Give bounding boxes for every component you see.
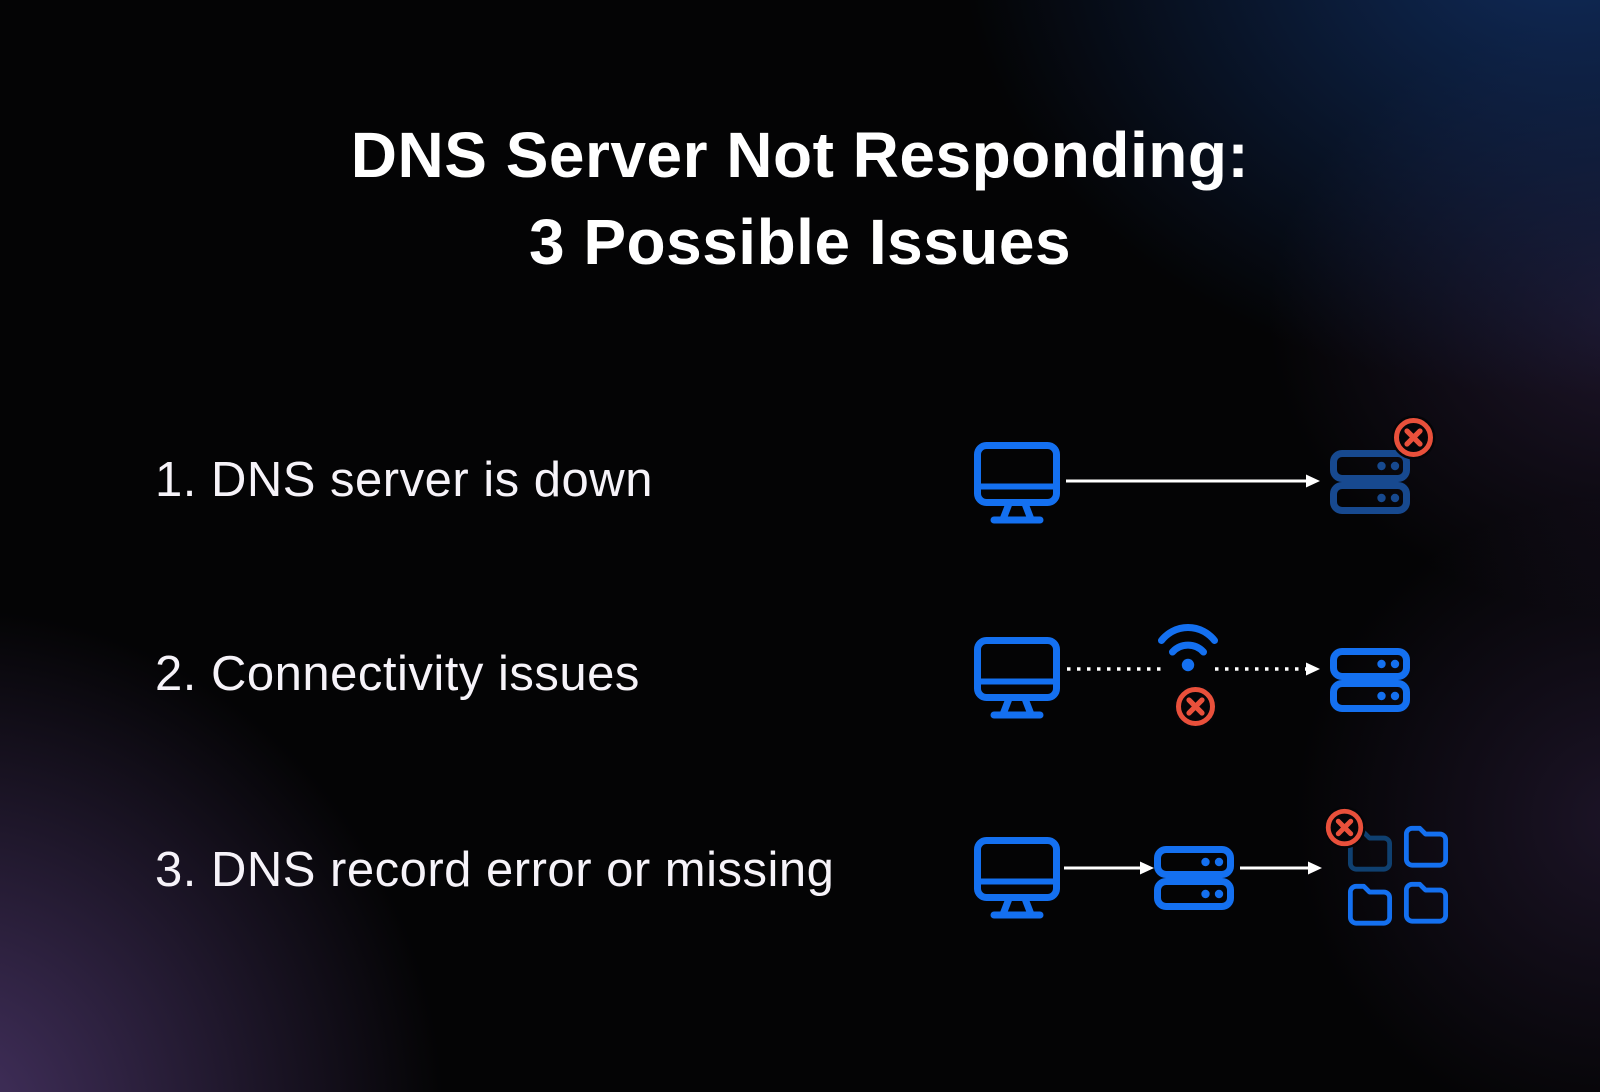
- computer-icon: [973, 836, 1061, 920]
- issue-label: 3. DNS record error or missing: [155, 843, 835, 897]
- server-icon: [1154, 846, 1234, 910]
- dotted-line-icon: [1066, 658, 1168, 680]
- dotted-arrow-right-icon: [1214, 658, 1320, 680]
- folder-icon: [1346, 882, 1394, 927]
- computer-icon: [973, 636, 1061, 720]
- error-x-badge-icon: [1390, 414, 1437, 461]
- error-x-badge-icon: [1322, 805, 1367, 850]
- issue-label: 2. Connectivity issues: [155, 647, 640, 701]
- wifi-icon: [1156, 621, 1220, 675]
- server-down-icon: [1330, 450, 1410, 514]
- error-x-badge-icon: [1172, 683, 1219, 730]
- arrow-right-icon: [1240, 857, 1322, 879]
- computer-icon: [973, 441, 1061, 525]
- arrow-right-icon: [1066, 470, 1320, 492]
- server-icon: [1330, 648, 1410, 712]
- page-title: DNS Server Not Responding: 3 Possible Is…: [0, 112, 1600, 286]
- page-title-line1: DNS Server Not Responding:: [350, 119, 1250, 191]
- folder-icon: [1402, 880, 1450, 925]
- arrow-right-icon: [1064, 857, 1154, 879]
- page-title-line2: 3 Possible Issues: [528, 206, 1072, 278]
- folder-icon: [1402, 824, 1450, 869]
- issue-label: 1. DNS server is down: [155, 453, 653, 507]
